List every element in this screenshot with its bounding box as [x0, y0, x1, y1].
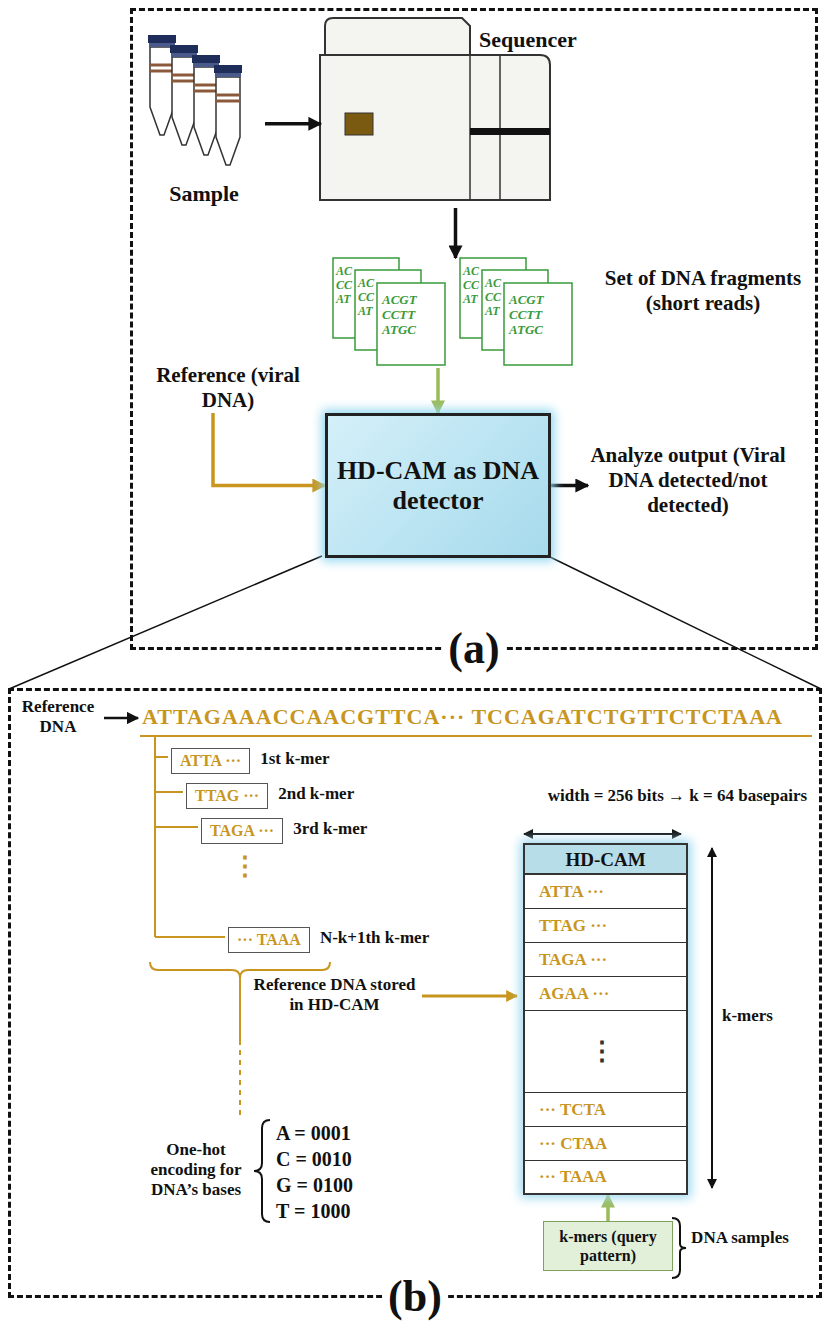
flow-arrow [606, 1195, 610, 1221]
use-part [214, 65, 242, 165]
base-code: C = 0010 [276, 1147, 352, 1171]
node-text: Set of DNA fragments (short reads) [603, 266, 803, 316]
node-text: Reference (viral DNA) [153, 363, 303, 413]
node-text: AGAA ··· [539, 984, 609, 1004]
read-text: AC CC AT [336, 264, 352, 306]
input-label: Reference DNA [14, 697, 102, 737]
line-part [155, 826, 198, 828]
node-text: ··· TAAA [237, 930, 301, 950]
hdcam-table: HD-CAM ATTA ··· TTAG ··· TAGA ··· AGAA ··· ⋮ ·… [523, 843, 688, 1195]
node-text: k-mers (query pattern) [550, 1227, 666, 1265]
node-text: TTAG ··· [195, 786, 259, 806]
flow-arrow [436, 368, 440, 413]
group-label: DNA samples [690, 1228, 790, 1248]
node-text: ATTA ··· [539, 882, 604, 902]
base-code: G = 0100 [276, 1173, 353, 1197]
dna-sequence: ATTAGAAACCAACGTTCA··· TCCAGATCTGTTCTCTAA… [142, 704, 783, 730]
rect-part [377, 283, 445, 365]
read-text: ACGT CCTT ATGC [382, 292, 417, 337]
kmer-box: TAGA ··· [201, 818, 283, 844]
panel-letter: (a) [442, 625, 505, 673]
path-part [325, 18, 470, 55]
line-part [155, 936, 225, 938]
sequencer-machine: Sequencer [321, 21, 593, 208]
line-part [469, 55, 471, 200]
node-text: TTAG ··· [539, 916, 607, 936]
line-part [711, 848, 713, 1188]
flow-arrow [454, 208, 458, 258]
line-part [155, 756, 168, 758]
cam-row: ··· TCTA [525, 1093, 686, 1127]
kmer-index: 1st k-mer [260, 749, 329, 769]
node-text: ⋮ [589, 1036, 615, 1067]
cam-row: AGAA ··· [525, 977, 686, 1011]
kmer-index: 3rd k-mer [293, 819, 367, 839]
encoding-title: One-hot encoding for DNA’s bases [135, 1140, 257, 1200]
ellipsis: ⋮ [232, 852, 258, 882]
node-text: HD-CAM [525, 845, 686, 875]
rect-part [345, 113, 373, 135]
line-part [104, 717, 138, 720]
read-text: AC CC AT [463, 264, 479, 306]
flow-arrow [551, 484, 588, 488]
flow-arrow [213, 413, 325, 486]
base-code: A = 0001 [276, 1121, 351, 1145]
width-note: width = 256 bits → k = 64 basepairs [535, 786, 820, 806]
rect-part [470, 128, 550, 135]
stored-note: Reference DNA stored in HD-CAM [252, 975, 417, 1015]
cam-row: ⋮ [525, 1011, 686, 1093]
kmer-box: TTAG ··· [186, 783, 268, 809]
read-text: AC CC AT [358, 276, 374, 318]
node-text: ··· TCTA [539, 1100, 606, 1120]
node-text: ··· CTAA [539, 1134, 607, 1154]
path-part [320, 55, 550, 200]
panel-frame: (a)SampleSequencerSet of DNA fragments (… [130, 8, 818, 650]
path-part [672, 1218, 686, 1278]
flow-arrow [265, 122, 321, 126]
cam-row: TAGA ··· [525, 943, 686, 977]
node-text: ··· TAAA [539, 1167, 607, 1187]
reference-label: Reference (viral DNA) [153, 363, 303, 413]
cam-row: ··· TAAA [525, 1161, 686, 1193]
rect-part [504, 283, 572, 365]
cam-row: TTAG ··· [525, 909, 686, 943]
node-text: TAGA ··· [210, 821, 274, 841]
node-text: Sample [143, 181, 265, 207]
kmer-index: N-k+1th k-mer [320, 928, 429, 948]
read-text: ACGT CCTT ATGC [509, 292, 544, 337]
line-part [422, 995, 517, 998]
read-text: AC CC AT [485, 276, 501, 318]
query-box: k-mers (query pattern) [543, 1221, 673, 1271]
line-part [524, 833, 681, 835]
node-text: TAGA ··· [539, 950, 607, 970]
line-part [154, 736, 156, 937]
node-text: HD-CAM as DNA detector [336, 456, 540, 516]
kmer-index: 2nd k-mer [278, 784, 354, 804]
detector-box: HD-CAM as DNA detector [325, 413, 551, 558]
line-part [140, 735, 812, 737]
base-code: T = 1000 [276, 1199, 350, 1223]
line-part [9, 556, 322, 689]
kmer-box: ATTA ··· [171, 748, 250, 774]
node-text: ATTA ··· [180, 751, 241, 771]
sample-tubes: Sample [143, 33, 265, 207]
cam-row: ··· CTAA [525, 1127, 686, 1161]
path-part [254, 1120, 270, 1222]
line-part [239, 1040, 241, 1118]
axis-label: k-mers [722, 1006, 773, 1026]
output-label: Analyze output (Viral DNA detected/not d… [588, 443, 788, 518]
line-part [499, 55, 501, 200]
node-text: Analyze output (Viral DNA detected/not d… [588, 443, 788, 518]
line-part [548, 556, 821, 689]
g-part [333, 258, 572, 365]
line-part [239, 978, 241, 1040]
panel-letter: (b) [382, 1273, 448, 1321]
line-part [155, 791, 183, 793]
cam-row: ATTA ··· [525, 875, 686, 909]
node-text: Sequencer [479, 27, 577, 53]
kmer-box: ··· TAAA [228, 927, 310, 953]
